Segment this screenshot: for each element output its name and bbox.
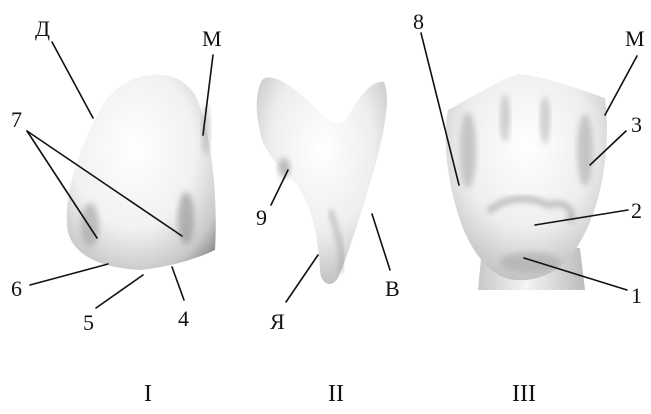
tooth-figure-2	[257, 77, 387, 284]
leader-m-3	[605, 56, 637, 115]
tooth-3-ridge-mid-2	[540, 96, 550, 144]
label-8: 8	[413, 9, 424, 34]
leader-ya	[286, 255, 318, 302]
tooth-3-ridge-left	[460, 112, 476, 188]
tooth-2-body	[257, 77, 387, 284]
label-m-3: М	[625, 26, 645, 51]
figure-numeral-2: II	[328, 381, 344, 407]
tooth-2-notch-shadow	[278, 158, 290, 178]
leader-9	[271, 170, 288, 205]
leader-d	[52, 42, 93, 118]
tooth-3-cingulum-base	[500, 252, 560, 272]
label-9: 9	[256, 205, 267, 230]
label-1: 1	[631, 283, 642, 308]
tooth-3-ridge-right	[577, 114, 593, 186]
label-d: Д	[35, 16, 50, 41]
label-ya: Я	[270, 309, 285, 334]
label-3: 3	[631, 112, 642, 137]
label-v: В	[385, 276, 400, 301]
leader-4	[172, 267, 184, 300]
leader-6	[30, 264, 108, 285]
label-2: 2	[631, 198, 642, 223]
tooth-1-shadow-left	[81, 203, 99, 247]
label-7: 7	[11, 107, 22, 132]
label-4: 4	[178, 306, 189, 331]
leader-v	[372, 214, 390, 270]
tooth-1-shadow-right	[178, 192, 194, 244]
label-m-1: М	[202, 26, 222, 51]
label-6: 6	[11, 276, 22, 301]
leader-5	[96, 275, 143, 308]
label-5: 5	[83, 310, 94, 335]
tooth-3-ridge-mid-1	[500, 94, 510, 142]
tooth-figure-3	[446, 74, 607, 290]
figure-numeral-3: III	[512, 381, 536, 407]
figure-numeral-1: I	[144, 381, 152, 407]
